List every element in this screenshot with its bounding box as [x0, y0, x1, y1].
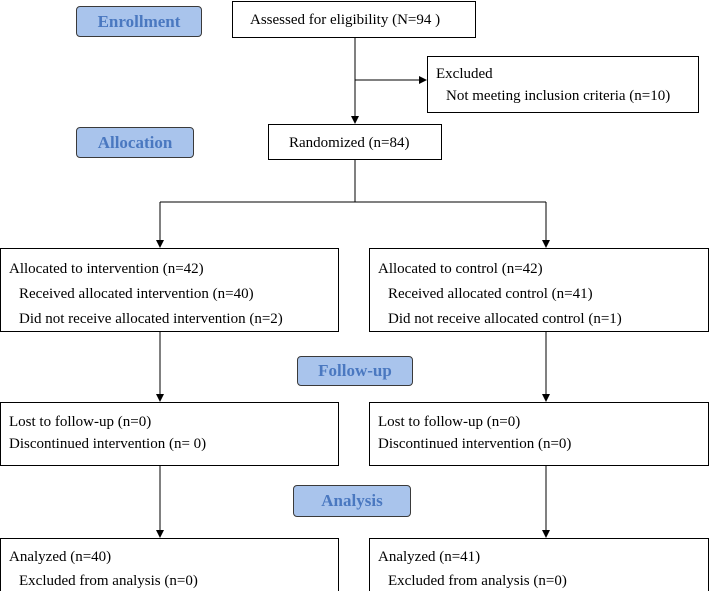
control-analysis-box: Analyzed (n=41) Excluded from analysis (…	[369, 538, 709, 591]
stage-allocation: Allocation	[76, 127, 194, 158]
control-followup-box: Lost to follow-up (n=0) Discontinued int…	[369, 402, 709, 466]
control-received: Received allocated control (n=41)	[388, 286, 593, 302]
control-analyzed: Analyzed (n=41)	[378, 549, 481, 565]
intervention-analyzed: Analyzed (n=40)	[9, 549, 112, 565]
control-allocation-box: Allocated to control (n=42) Received all…	[369, 248, 709, 332]
randomized-text: Randomized (n=84)	[289, 135, 410, 151]
excluded-title: Excluded	[436, 66, 493, 82]
control-not-received: Did not receive allocated control (n=1)	[388, 311, 622, 327]
intervention-excluded-analysis: Excluded from analysis (n=0)	[19, 573, 198, 589]
intervention-analysis-box: Analyzed (n=40) Excluded from analysis (…	[0, 538, 339, 591]
stage-followup: Follow-up	[297, 356, 413, 386]
control-excluded-analysis: Excluded from analysis (n=0)	[388, 573, 567, 589]
intervention-allocated: Allocated to intervention (n=42)	[9, 261, 204, 277]
control-allocated: Allocated to control (n=42)	[378, 261, 543, 277]
control-discontinued: Discontinued intervention (n=0)	[378, 436, 572, 452]
excluded-reason: Not meeting inclusion criteria (n=10)	[446, 88, 671, 104]
intervention-followup-box: Lost to follow-up (n=0) Discontinued int…	[0, 402, 339, 466]
excluded-box: Excluded Not meeting inclusion criteria …	[427, 56, 699, 113]
assessed-box: Assessed for eligibility (N=94 )	[232, 1, 476, 38]
intervention-lost: Lost to follow-up (n=0)	[9, 414, 152, 430]
randomized-box: Randomized (n=84)	[268, 124, 442, 160]
assessed-text: Assessed for eligibility (N=94 )	[250, 12, 441, 28]
stage-enrollment: Enrollment	[76, 6, 202, 37]
intervention-received: Received allocated intervention (n=40)	[19, 286, 254, 302]
stage-analysis: Analysis	[293, 485, 411, 517]
intervention-not-received: Did not receive allocated intervention (…	[19, 311, 283, 327]
intervention-allocation-box: Allocated to intervention (n=42) Receive…	[0, 248, 339, 332]
control-lost: Lost to follow-up (n=0)	[378, 414, 521, 430]
intervention-discontinued: Discontinued intervention (n= 0)	[9, 436, 207, 452]
